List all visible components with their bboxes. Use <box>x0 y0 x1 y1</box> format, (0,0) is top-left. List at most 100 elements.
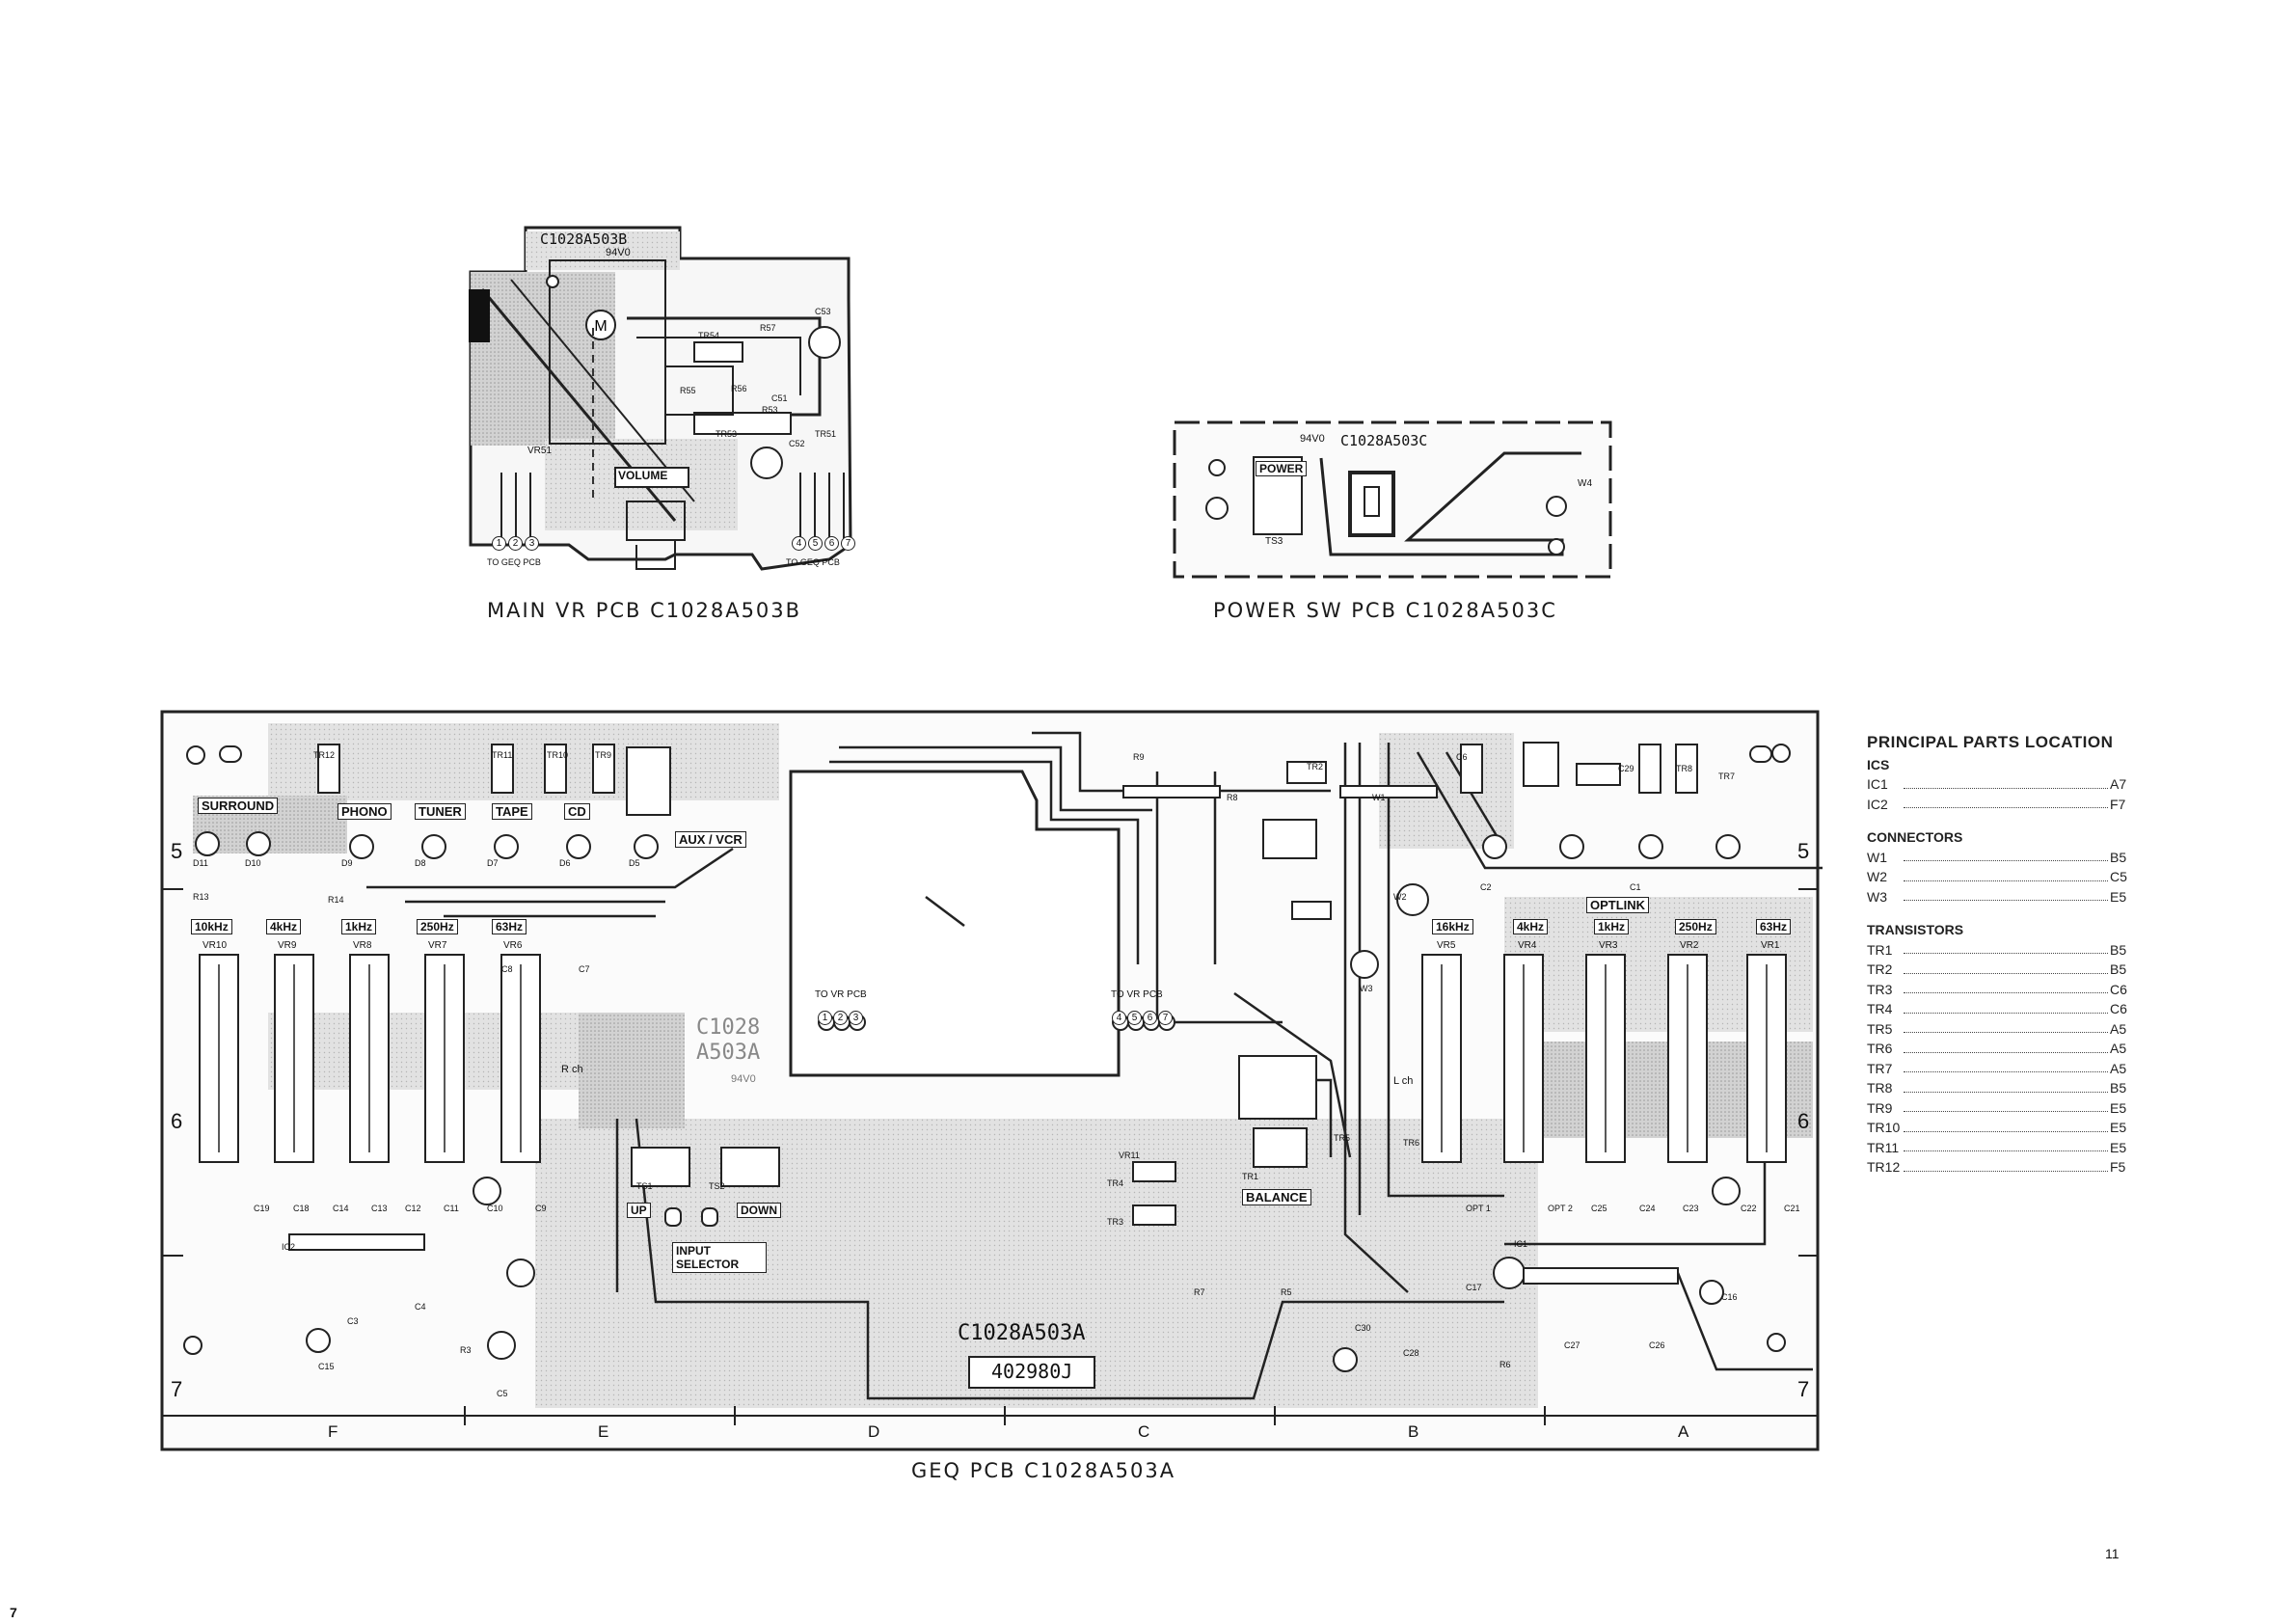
part-label: C3 <box>347 1316 359 1326</box>
vr-label: VR6 <box>503 940 523 951</box>
connector-pin-number: 1 <box>818 1011 832 1025</box>
main-vr-part-label: R56 <box>731 384 747 393</box>
ppl-row: TR5 A5 <box>1867 1019 2137 1040</box>
power-sw-grade: 94V0 <box>1300 433 1325 445</box>
power-sw-w-label: W4 <box>1578 478 1592 489</box>
main-vr-to-geq-left: TO GEQ PCB <box>487 557 541 567</box>
part-label: D11 <box>193 858 208 868</box>
part-label: D9 <box>341 858 353 868</box>
row-number: 7 <box>1797 1377 1810 1401</box>
part-label: C1 <box>1630 882 1641 892</box>
power-sw-caption: POWER SW PCB C1028A503C <box>1213 599 1557 622</box>
part-label: R13 <box>193 892 209 902</box>
main-vr-part-label: TR51 <box>815 429 837 439</box>
ppl-part: TR7 <box>1867 1060 1893 1076</box>
main-vr-part-label: C51 <box>771 393 788 403</box>
part-label: C5 <box>497 1389 508 1398</box>
ppl-leader-dots <box>1904 1019 2108 1033</box>
corner-mark: 7 <box>10 1605 17 1620</box>
source-button-label: TAPE <box>492 803 532 820</box>
part-label: C6 <box>1456 752 1468 762</box>
part-label: IC2 <box>282 1242 296 1252</box>
part-label: D8 <box>415 858 426 868</box>
ppl-location: E5 <box>2110 1139 2127 1155</box>
serial-number: 402980J <box>991 1360 1073 1383</box>
surround-label: SURROUND <box>198 798 279 814</box>
connector-pin-number: 7 <box>1158 1011 1173 1025</box>
connector-pin-number: 7 <box>841 536 855 551</box>
ppl-leader-dots <box>1904 1157 2108 1172</box>
connector-pin-number: 2 <box>833 1011 848 1025</box>
ppl-part: TR4 <box>1867 1001 1893 1016</box>
power-sw-power-label: POWER <box>1256 461 1308 476</box>
part-label: C27 <box>1564 1340 1580 1350</box>
connector-pin-number: 3 <box>525 536 539 551</box>
ppl-location: E5 <box>2110 888 2127 905</box>
main-vr-vr-label: VR51 <box>527 446 553 456</box>
column-letter: A <box>1678 1422 1689 1441</box>
vr-label: VR10 <box>203 940 228 951</box>
ppl-leader-dots <box>1904 1138 2108 1151</box>
part-label: VR11 <box>1119 1150 1140 1160</box>
geq-caption: GEQ PCB C1028A503A <box>911 1459 1176 1482</box>
part-label: C12 <box>405 1204 421 1213</box>
balance-label: BALANCE <box>1242 1189 1311 1205</box>
ppl-section-title: TRANSISTORS <box>1867 922 1964 937</box>
part-label: W2 <box>1393 892 1407 902</box>
part-label: D6 <box>559 858 571 868</box>
part-label: IC1 <box>1514 1239 1528 1249</box>
part-label: TR7 <box>1718 771 1736 781</box>
ppl-leader-dots <box>1904 1059 2108 1072</box>
geq-board-code: C1028A503A <box>958 1321 1086 1345</box>
l-ch-label: L ch <box>1393 1075 1414 1087</box>
vr-label: VR5 <box>1437 940 1456 951</box>
page-number: 11 <box>2105 1546 2120 1561</box>
connector-pin-number: 5 <box>808 536 823 551</box>
part-label: C28 <box>1403 1348 1419 1358</box>
ppl-location: C5 <box>2110 869 2127 884</box>
part-label: OPT 1 <box>1466 1204 1491 1213</box>
ppl-part: TR12 <box>1867 1159 1901 1175</box>
ppl-leader-dots <box>1904 1039 2108 1053</box>
freq-label: 63Hz <box>1756 919 1792 934</box>
part-label: C25 <box>1591 1204 1607 1213</box>
part-label: C2 <box>1480 882 1492 892</box>
main-vr-part-label: C52 <box>789 439 805 448</box>
main-vr-part-label: R55 <box>680 386 696 395</box>
ppl-part: IC1 <box>1867 776 1888 792</box>
part-label: TR1 <box>1242 1172 1259 1181</box>
ppl-part: TR10 <box>1867 1120 1901 1135</box>
power-sw-pcb <box>1173 420 1612 579</box>
ppl-location: A5 <box>2110 1020 2127 1037</box>
part-label: C16 <box>1721 1292 1738 1302</box>
part-label: TR3 <box>1107 1217 1124 1227</box>
part-label: C10 <box>487 1204 503 1213</box>
main-vr-pcb: M <box>469 226 852 571</box>
part-label: TR4 <box>1107 1178 1124 1188</box>
connector-pin-number: 6 <box>824 536 839 551</box>
vr-label: VR3 <box>1599 940 1618 951</box>
to-vr-left: TO VR PCB <box>815 989 867 1000</box>
part-label: C30 <box>1355 1323 1371 1333</box>
column-letter: C <box>1138 1422 1150 1441</box>
ppl-title: PRINCIPAL PARTS LOCATION <box>1867 733 2114 751</box>
aux-vcr-label: AUX / VCR <box>675 831 746 848</box>
part-label: C17 <box>1466 1283 1482 1292</box>
ppl-location: B5 <box>2110 961 2127 977</box>
vr-label: VR9 <box>278 940 297 951</box>
connector-pin-number: 1 <box>492 536 506 551</box>
ppl-part: TR5 <box>1867 1020 1893 1037</box>
ppl-location: F5 <box>2110 1159 2126 1175</box>
freq-label: 4kHz <box>266 919 302 934</box>
row-number: 5 <box>171 839 183 863</box>
ppl-leader-dots <box>1904 795 2108 808</box>
part-label: TR8 <box>1676 764 1693 773</box>
power-sw-board-code: C1028A503C <box>1340 432 1428 449</box>
ppl-part: TR3 <box>1867 981 1893 997</box>
ppl-location: C6 <box>2110 1001 2127 1016</box>
